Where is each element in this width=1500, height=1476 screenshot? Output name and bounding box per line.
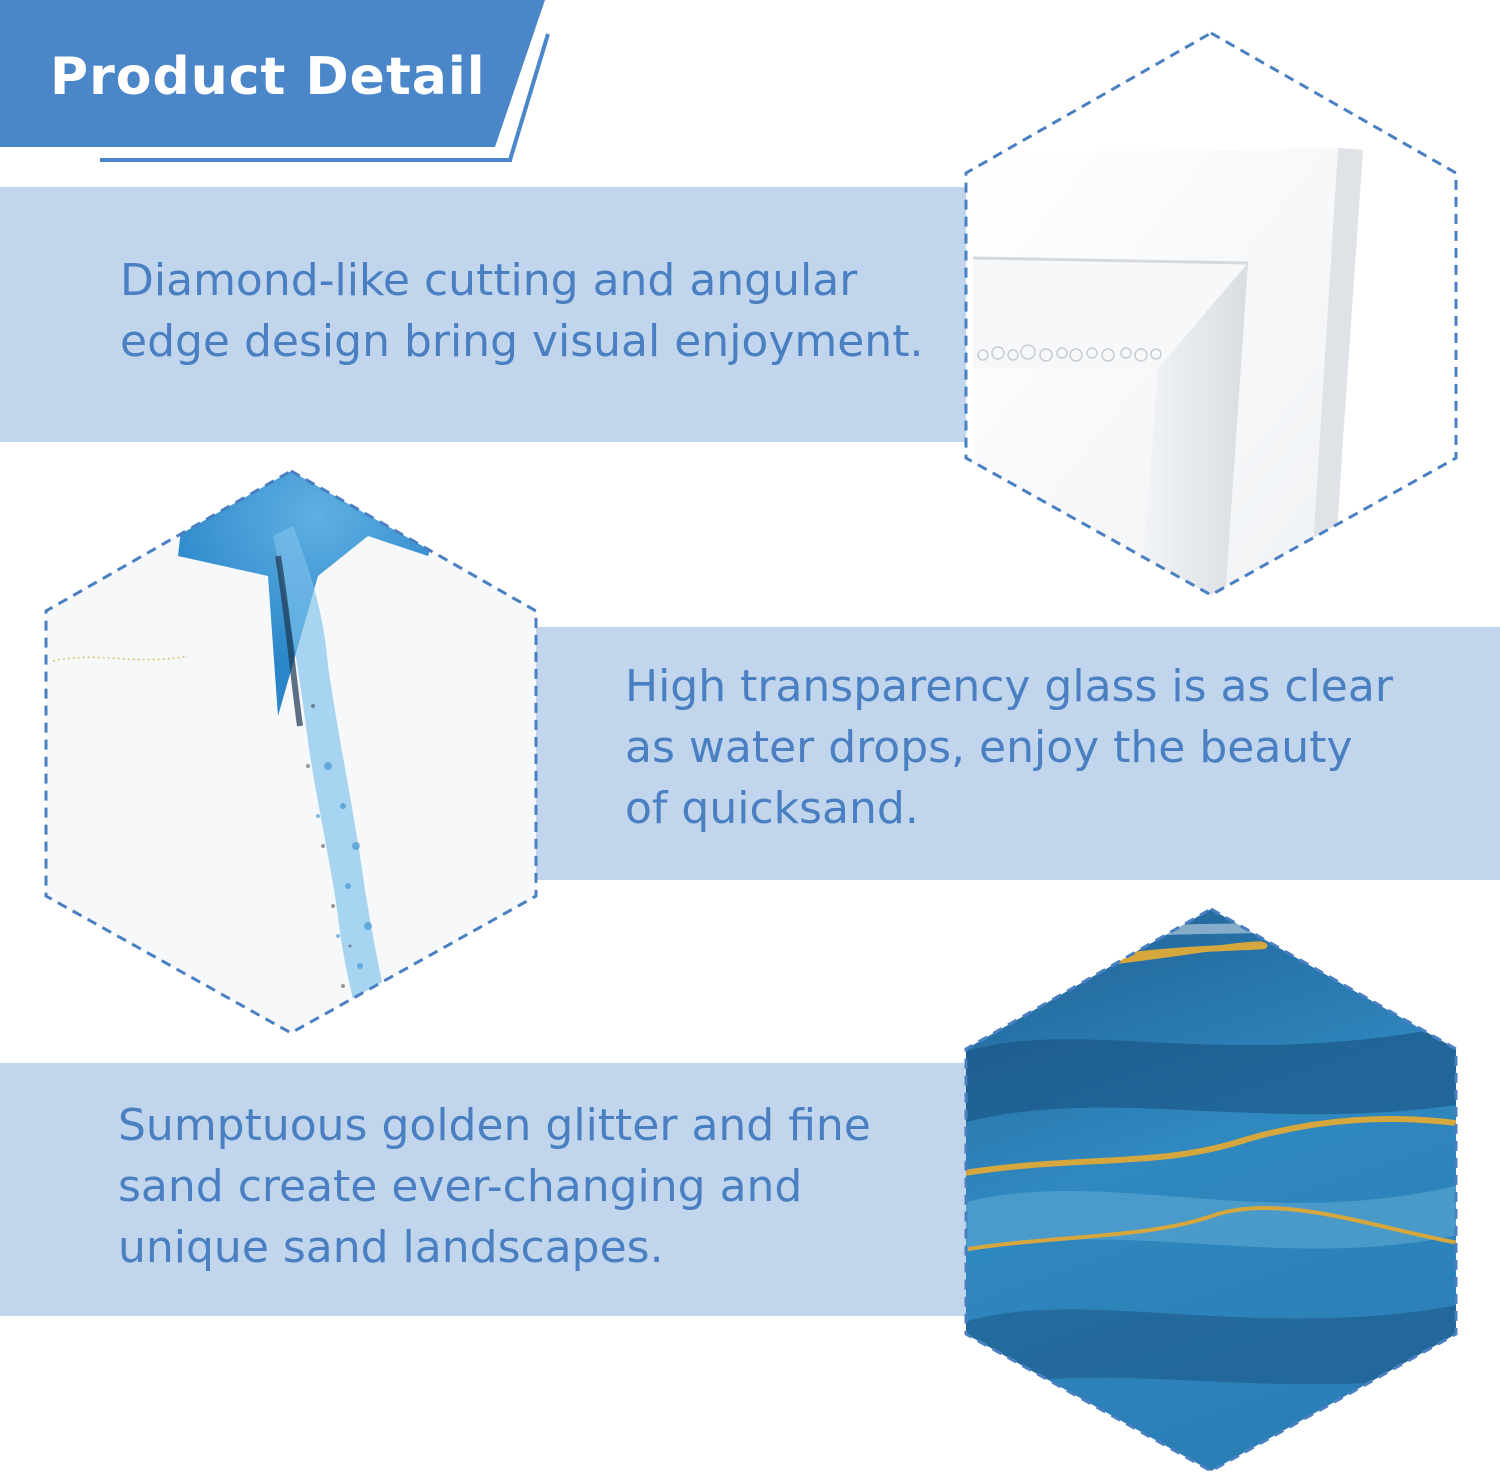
gold-glitter-hexagon-image (964, 907, 1458, 1473)
clear-glass-hexagon-image (964, 31, 1458, 597)
header-banner (0, 0, 550, 162)
feature-text-3: Sumptuous golden glitter and fine sand c… (118, 1100, 871, 1273)
feature-band-3 (0, 1063, 1030, 1316)
feature-text-2: High transparency glass is as clear as w… (625, 661, 1393, 834)
feature-band-2 (470, 627, 1500, 880)
feature-band-1 (0, 187, 1030, 442)
quicksand-hexagon-image (44, 469, 538, 1035)
page-title: Product Detail (50, 47, 486, 107)
feature-text-1: Diamond-like cutting and angular edge de… (120, 255, 924, 367)
